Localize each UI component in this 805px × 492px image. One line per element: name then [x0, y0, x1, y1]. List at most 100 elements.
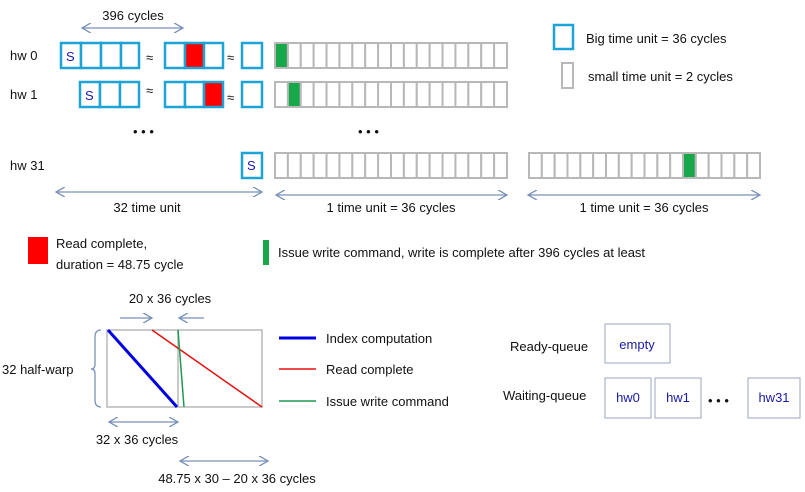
read-complete-legend: Read complete, [56, 236, 147, 251]
start-marker: S [66, 49, 75, 64]
span-396-label: 396 cycles [102, 8, 164, 23]
small-time-cell [467, 81, 483, 108]
small-time-cell [656, 152, 672, 179]
small-time-cell [605, 152, 620, 179]
waiting-queue-item [654, 377, 702, 419]
read-complete-cell [183, 41, 206, 70]
small-time-unit-rows [274, 42, 762, 179]
row-label-hw31: hw 31 [10, 158, 45, 173]
small-time-cell [428, 81, 444, 108]
approx-symbol: ≈ [227, 90, 234, 105]
small-time-cell [312, 42, 328, 69]
small-time-cell [312, 152, 328, 179]
small-time-cell [364, 152, 380, 179]
small-time-cell [286, 42, 302, 69]
small-time-cell [299, 152, 315, 179]
ellipsis: • • • [708, 393, 729, 408]
small-time-cell [402, 152, 418, 179]
small-time-cell [454, 42, 470, 69]
read-complete-swatch [28, 237, 48, 264]
timeline-box [106, 329, 263, 408]
legend-index-label: Index computation [326, 331, 432, 346]
small-time-cell [377, 42, 393, 69]
span-unit-label: 1 time unit = 36 cycles [580, 200, 709, 215]
small-time-cell [415, 42, 431, 69]
small-time-cell [493, 42, 509, 69]
small-time-cell [592, 152, 608, 179]
small-time-cell [480, 81, 496, 108]
small-time-cell [480, 42, 496, 69]
index-computation-line [106, 328, 179, 409]
approx-symbol: ≈ [146, 50, 153, 65]
issue-write-legend: Issue write command, write is complete a… [278, 245, 645, 260]
small-time-cell [694, 152, 710, 179]
row-label-hw0: hw 0 [10, 48, 37, 63]
small-time-cell [364, 81, 380, 108]
small-time-cell [454, 152, 470, 179]
small-time-cell [707, 152, 723, 179]
small-time-cell [338, 81, 354, 108]
small-time-cell [428, 42, 444, 69]
waiting-queue-item-label: hw0 [616, 390, 640, 405]
small-time-cell [566, 152, 582, 179]
small-time-cell [351, 81, 367, 108]
small-time-cell [415, 152, 431, 179]
legend-read-label: Read complete [326, 362, 413, 377]
hw1-big-cells [78, 80, 264, 109]
small-time-cell [286, 152, 302, 179]
row-label-hw1: hw 1 [10, 87, 37, 102]
small-unit-legend-swatch [561, 62, 574, 89]
hw0-small-cells [274, 42, 509, 69]
small-time-cell [733, 152, 749, 179]
start-marker: S [85, 88, 94, 103]
ellipsis: • • • [133, 124, 154, 139]
gap-label: 20 x 36 cycles [129, 291, 212, 306]
waiting-queue-item [604, 377, 652, 419]
small-time-cell [428, 152, 444, 179]
ready-queue-value: empty [619, 337, 655, 352]
issue-write-swatch [263, 240, 269, 265]
small-time-cell [338, 152, 354, 179]
x-label: 32 x 36 cycles [96, 432, 179, 447]
ellipsis: • • • [358, 124, 379, 139]
hw31-big-cell [240, 151, 264, 180]
small-time-cell [377, 152, 393, 179]
waiting-queue-label: Waiting-queue [503, 388, 586, 403]
small-time-cell [338, 42, 354, 69]
small-time-cell [643, 152, 659, 179]
small-time-cell [454, 81, 470, 108]
small-time-cell [325, 42, 341, 69]
big-unit-legend-swatch [552, 23, 575, 51]
hw0-big-cells [59, 41, 264, 70]
read-complete-line [151, 329, 263, 408]
small-time-cell [630, 152, 646, 179]
small-time-cell [377, 81, 393, 108]
issue-write-line [177, 329, 185, 408]
y-label: 32 half-warp [2, 362, 74, 377]
small-time-cell [467, 42, 483, 69]
small-time-cell [390, 81, 405, 108]
small-time-cell [467, 152, 483, 179]
small-time-cell [390, 152, 405, 179]
legend-write-label: Issue write command [326, 394, 449, 409]
half-warp-brace [90, 329, 102, 408]
small-time-cell [299, 42, 315, 69]
small-time-cell [351, 152, 367, 179]
small-time-cell [390, 42, 405, 69]
ready-queue-label: Ready-queue [510, 339, 588, 354]
small-time-cell [746, 152, 762, 179]
read-complete-cell [202, 80, 225, 109]
small-time-cell [364, 42, 380, 69]
hw31-small-cells [274, 152, 509, 179]
ready-queue-box [604, 323, 671, 364]
small-time-cell [312, 81, 328, 108]
small-time-cell [493, 81, 509, 108]
small-time-cell [720, 152, 736, 179]
small-time-cell [441, 81, 457, 108]
small-time-cell [274, 81, 289, 108]
span-32-label: 32 time unit [113, 200, 181, 215]
small-time-cell [299, 81, 315, 108]
small-time-cell [493, 152, 509, 179]
small-time-cell [402, 42, 418, 69]
